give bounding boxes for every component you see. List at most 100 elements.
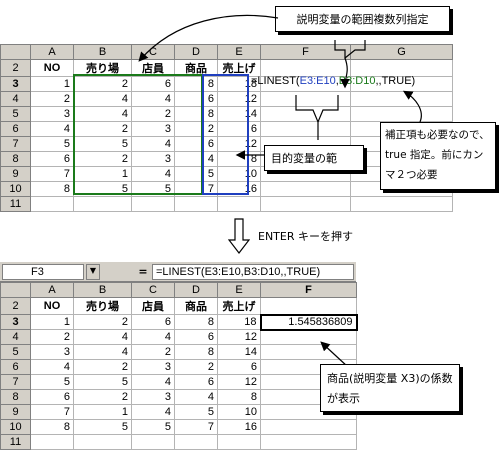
bottom-cell[interactable]: 店員 — [131, 297, 175, 315]
bottom-cell[interactable]: 14 — [217, 344, 261, 360]
top-cell[interactable]: 売り場 — [73, 59, 132, 77]
bottom-cell[interactable]: 8 — [174, 314, 218, 330]
bottom-row-header[interactable]: 3 — [0, 314, 31, 330]
bottom-cell[interactable]: 12 — [217, 329, 261, 345]
bottom-cell[interactable] — [174, 434, 218, 450]
bottom-cell[interactable]: 2 — [73, 314, 132, 330]
bottom-cell[interactable]: 2 — [131, 344, 175, 360]
bottom-cell[interactable]: 4 — [30, 359, 74, 375]
bottom-cell[interactable]: 3 — [131, 389, 175, 405]
bottom-row-header[interactable]: 6 — [0, 359, 31, 375]
formula-input[interactable]: =LINEST(E3:E10,B3:D10,,TRUE) — [152, 264, 354, 280]
equals-button[interactable]: = — [138, 265, 148, 278]
bottom-row-header[interactable]: 4 — [0, 329, 31, 345]
callout-x-range: 説明変量の範囲複数列指定 — [275, 6, 450, 32]
top-row-header[interactable]: 2 — [0, 59, 31, 77]
bottom-cell[interactable] — [30, 434, 74, 450]
bottom-cell[interactable]: 8 — [30, 419, 74, 435]
bottom-col-header[interactable]: A — [30, 282, 74, 298]
name-box[interactable]: F3 — [2, 264, 84, 280]
bottom-cell[interactable]: 売り場 — [73, 297, 132, 315]
bottom-col-header[interactable]: E — [217, 282, 261, 298]
bottom-row-header[interactable]: 7 — [0, 374, 31, 390]
bottom-cell[interactable]: 16 — [217, 419, 261, 435]
bottom-cell[interactable]: 4 — [174, 389, 218, 405]
bottom-cell[interactable] — [217, 434, 261, 450]
bottom-row-header[interactable]: 8 — [0, 389, 31, 405]
bottom-row-header[interactable]: 9 — [0, 404, 31, 420]
bottom-cell[interactable]: 18 — [217, 314, 261, 330]
top-row-header[interactable]: 8 — [0, 151, 31, 167]
bottom-cell[interactable]: 8 — [174, 344, 218, 360]
top-col-header[interactable]: G — [350, 44, 453, 60]
top-row-header[interactable]: 3 — [0, 76, 31, 92]
bottom-cell[interactable]: NO — [30, 297, 74, 315]
bottom-cell[interactable]: 5 — [131, 419, 175, 435]
enter-instruction: ENTER キーを押す — [258, 230, 353, 243]
bottom-cell[interactable] — [260, 419, 357, 435]
bottom-cell[interactable]: 1 — [30, 314, 74, 330]
top-cell[interactable] — [350, 196, 453, 212]
top-annotations — [138, 14, 422, 230]
top-col-header[interactable]: E — [217, 44, 261, 60]
bottom-cell[interactable]: 1 — [73, 404, 132, 420]
bottom-cell[interactable]: 3 — [30, 344, 74, 360]
bottom-cell[interactable]: 3 — [131, 359, 175, 375]
callout-true: 補正項も必要なので、true 指定。前にカンマ２つ必要 — [380, 122, 496, 190]
bottom-row-header[interactable]: 2 — [0, 297, 31, 315]
bottom-cell[interactable]: 1.545836809 — [259, 313, 358, 331]
bottom-cell[interactable]: 6 — [131, 314, 175, 330]
bottom-cell[interactable]: 4 — [131, 374, 175, 390]
bottom-col-header[interactable]: C — [131, 282, 175, 298]
top-col-header[interactable]: B — [73, 44, 132, 60]
bottom-cell[interactable]: 10 — [217, 404, 261, 420]
top-cell[interactable]: 店員 — [131, 59, 175, 77]
bottom-cell[interactable]: 5 — [73, 374, 132, 390]
top-cell[interactable]: NO — [30, 59, 74, 77]
bottom-cell[interactable]: 5 — [174, 404, 218, 420]
bottom-cell[interactable]: 7 — [174, 419, 218, 435]
bottom-col-header[interactable]: B — [73, 282, 132, 298]
bottom-row-header[interactable]: 5 — [0, 344, 31, 360]
top-row: 11 — [0, 196, 453, 212]
bottom-cell[interactable]: 4 — [131, 329, 175, 345]
bottom-cell[interactable]: 6 — [217, 359, 261, 375]
bottom-cell[interactable]: 6 — [174, 374, 218, 390]
top-col-header[interactable] — [0, 44, 31, 60]
bottom-cell[interactable]: 2 — [30, 329, 74, 345]
bottom-cell[interactable]: 5 — [73, 419, 132, 435]
bottom-cell[interactable]: 4 — [73, 329, 132, 345]
bottom-col-header[interactable]: F — [260, 282, 357, 298]
bottom-col-header[interactable] — [0, 282, 31, 298]
bottom-row-header[interactable]: 11 — [0, 434, 31, 450]
bottom-cell[interactable]: 5 — [30, 374, 74, 390]
top-row-header[interactable]: 11 — [0, 196, 31, 212]
bottom-row-header[interactable]: 10 — [0, 419, 31, 435]
bottom-cell[interactable]: 2 — [73, 359, 132, 375]
bottom-cell[interactable]: 6 — [174, 329, 218, 345]
bottom-cell[interactable] — [131, 434, 175, 450]
bottom-cell[interactable]: 商品 — [174, 297, 218, 315]
bottom-cell[interactable]: 6 — [30, 389, 74, 405]
bottom-cell[interactable]: 2 — [174, 359, 218, 375]
bottom-cell[interactable]: 4 — [131, 404, 175, 420]
bottom-cell[interactable] — [260, 434, 357, 450]
top-col-header[interactable]: A — [30, 44, 74, 60]
bottom-annotations — [320, 341, 349, 368]
bottom-col-header[interactable]: D — [174, 282, 218, 298]
name-box-dropdown-icon[interactable]: ▼ — [86, 264, 100, 280]
bottom-cell[interactable]: 売上げ — [217, 297, 261, 315]
bottom-cell[interactable]: 4 — [73, 344, 132, 360]
bottom-cell[interactable]: 7 — [30, 404, 74, 420]
top-row-header[interactable]: 4 — [0, 91, 31, 107]
bottom-cell[interactable]: 8 — [217, 389, 261, 405]
bottom-row: 11 — [0, 434, 357, 450]
bottom-cell[interactable] — [260, 297, 357, 315]
bottom-cell[interactable]: 12 — [217, 374, 261, 390]
bottom-cell[interactable]: 2 — [73, 389, 132, 405]
bottom-cell[interactable] — [73, 434, 132, 450]
